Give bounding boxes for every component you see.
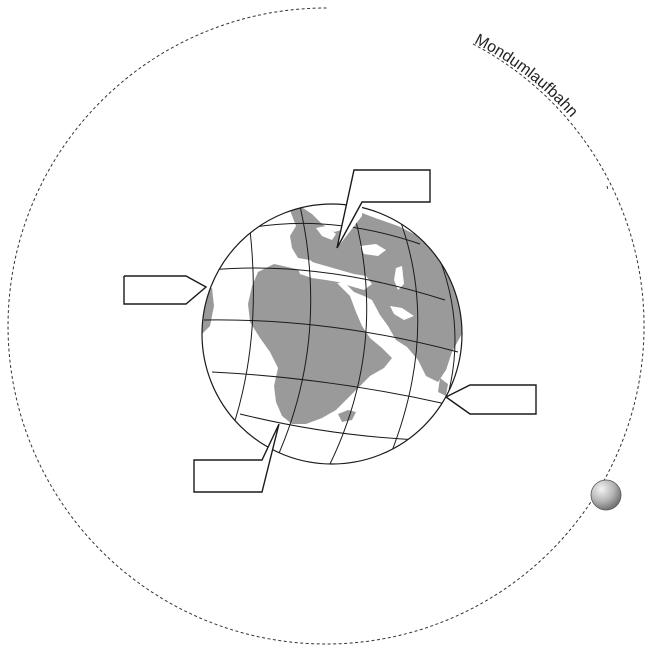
callout-right-outline [446,385,536,414]
callout-right[interactable] [446,385,536,414]
callout-left-outline [124,276,206,304]
moon-orbit-end [607,186,608,190]
orbit-label-text: Mondumlaufbahn [472,31,581,120]
orbit-label: Mondumlaufbahn [472,31,581,120]
moon [591,480,621,510]
earth-globe [200,200,470,464]
callout-left[interactable] [124,276,206,304]
